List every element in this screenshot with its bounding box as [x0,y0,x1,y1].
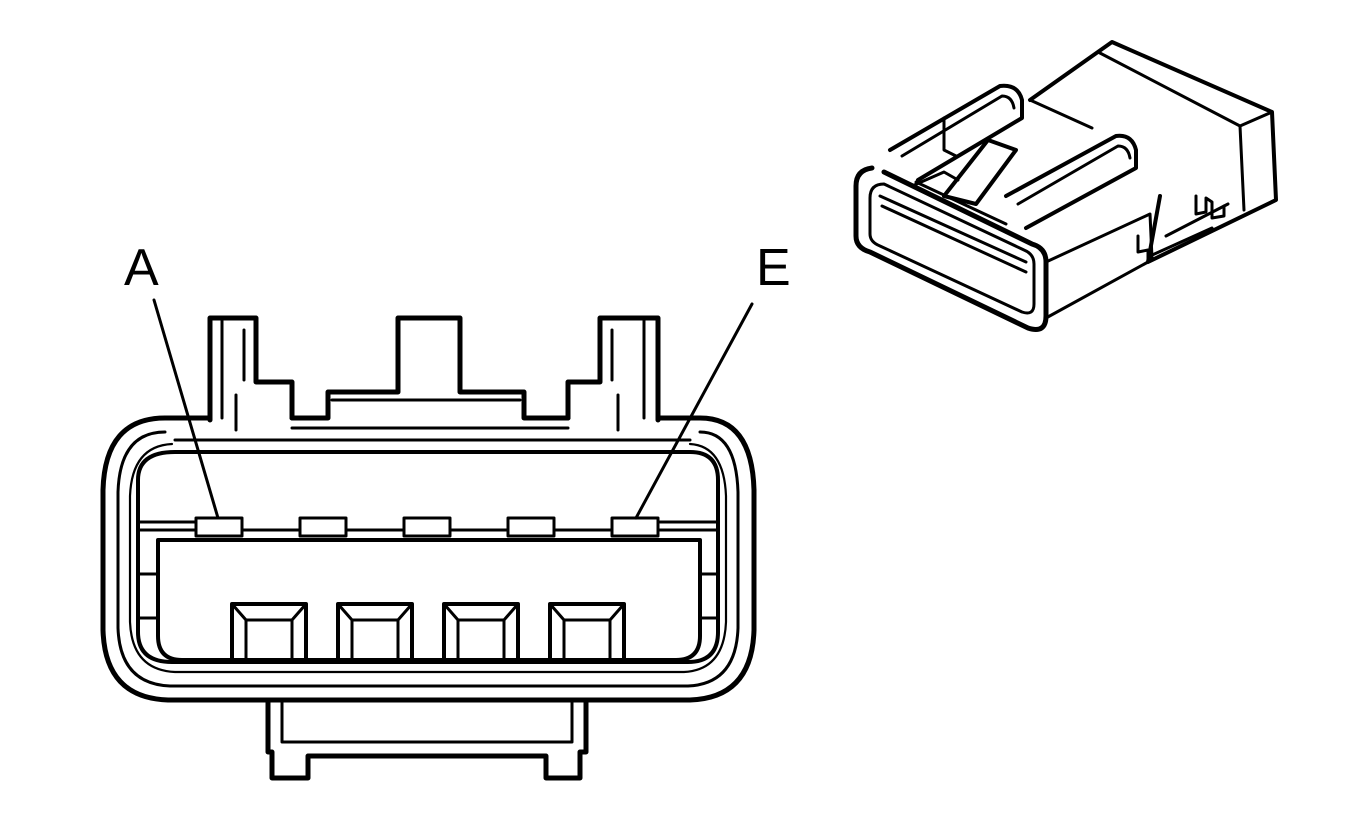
leader-line-e [634,302,754,520]
terminal-pins [194,516,660,538]
lower-window-2 [336,602,414,662]
terminal-pin-e [610,516,660,538]
terminal-pin-b [298,516,348,538]
terminal-pin-d [506,516,556,538]
connector-face-view [100,315,757,781]
leader-line-a [152,298,220,520]
pin-label-e: E [756,239,791,297]
lower-window-1 [230,602,308,662]
bottom-tab [265,697,589,781]
lower-windows [230,602,626,662]
terminal-pin-c [402,516,452,538]
top-latch-structure [207,315,661,432]
pin-callouts: A E [124,239,791,520]
pin-label-a: A [124,239,159,297]
inner-cavity [136,450,720,664]
terminal-pin-a [194,516,244,538]
outer-housing [100,415,757,703]
lower-window-4 [548,602,626,662]
lower-window-3 [442,602,520,662]
connector-isometric-view [853,40,1278,332]
